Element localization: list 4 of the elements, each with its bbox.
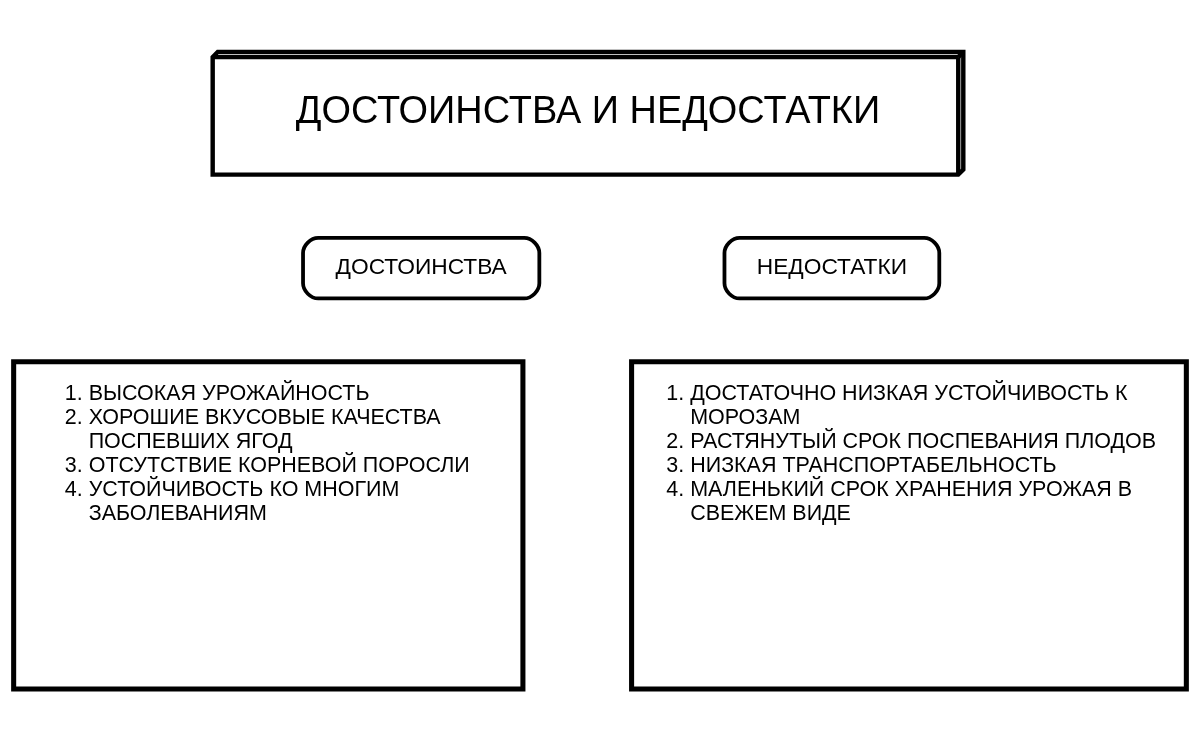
node-box: 1. ДОСТАТОЧНО НИЗКАЯ УСТОЙЧИВОСТЬ К МОРОЗАМ 2. РАСТЯНУТЫЙ СРОК ПОСПЕВАНИЯ ПЛОДОВ 3. НИЗКАЯ ТРАНСПОРТАБЕЛЬНОСТЬ 4. МАЛЕНЬКИЙ СРОК ХРАНЕНИЯ УРОЖАЯ В СВЕЖЕМ ВИДЕ bbox=[629, 359, 1189, 692]
node-box: 1. ВЫСОКАЯ УРОЖАЙНОСТЬ 2. ХОРОШИЕ ВКУСОВЫЕ КАЧЕСТВА ПОСПЕВШИХ ЯГОД 3. ОТСУТСТВИЕ КОРНЕВОЙ ПОРОСЛИ 4. УСТОЙЧИВОСТЬ КО МНОГИМ ЗАБОЛЕВАНИЯМ bbox=[11, 359, 526, 692]
node-box: НЕДОСТАТКИ bbox=[722, 235, 942, 301]
node-box: ДОСТОИНСТВА bbox=[301, 235, 542, 301]
